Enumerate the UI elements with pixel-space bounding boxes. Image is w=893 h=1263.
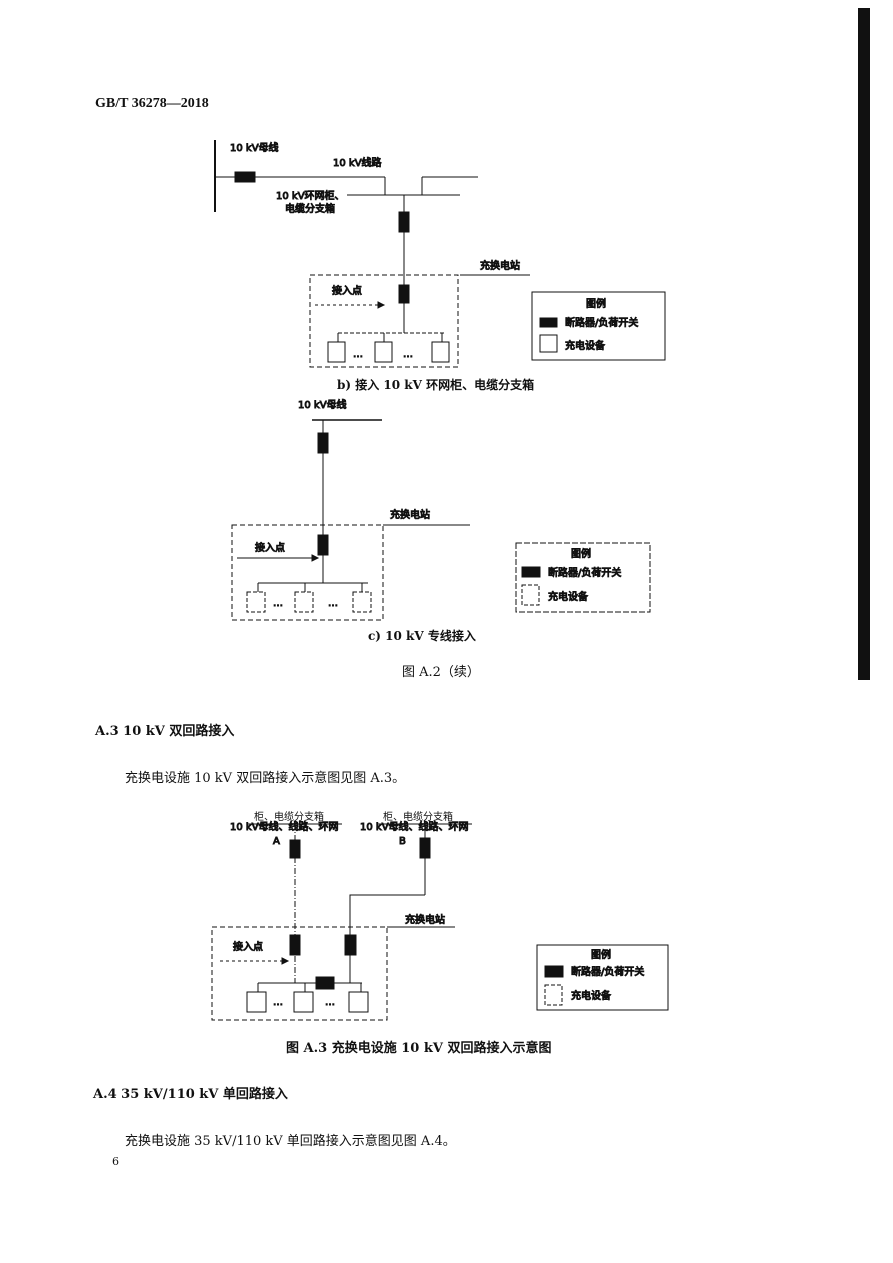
label-station: 充换电站 <box>405 913 445 926</box>
standard-number: GB/T 36278—2018 <box>95 96 209 111</box>
breaker-icon <box>317 432 329 454</box>
legend: 图例 断路器/负荷开关 充电设备 <box>515 542 651 613</box>
label-ring-unit: 10 kV环网柜、 <box>276 189 345 202</box>
legend-breaker: 断路器/负荷开关 <box>548 566 621 579</box>
scan-edge-bar <box>858 8 870 680</box>
ellipsis: … <box>273 598 283 609</box>
breaker-icon <box>317 534 329 556</box>
figure-b-caption: b) 接入 10 kV 环网柜、电缆分支箱 <box>337 378 535 392</box>
ellipsis: … <box>273 997 283 1008</box>
section-a3-text: 充换电设施 10 kV 双回路接入示意图见图 A.3。 <box>125 771 406 786</box>
breaker-icon <box>344 934 357 956</box>
legend-title: 图例 <box>571 547 591 560</box>
tie-breaker-icon <box>315 976 335 990</box>
legend-charger: 充电设备 <box>548 590 588 603</box>
label-cable-box: 电缆分支箱 <box>285 202 335 215</box>
label-station: 充换电站 <box>480 259 520 272</box>
breaker-icon <box>234 171 256 183</box>
breaker-icon <box>289 934 301 956</box>
legend-title: 图例 <box>591 948 611 961</box>
section-a4-text: 充换电设施 35 kV/110 kV 单回路接入示意图见图 A.4。 <box>125 1134 456 1149</box>
page-number: 6 <box>112 1155 119 1168</box>
label-access-point: 接入点 <box>255 541 285 554</box>
label-source-b-line2: 柜、电缆分支箱 <box>383 812 453 823</box>
label-access-point: 接入点 <box>233 940 263 953</box>
section-a4-heading: A.4 35 kV/110 kV 单回路接入 <box>93 1087 288 1102</box>
figure-b: 10 kV母线 10 kV线路 10 kV环网柜、 电缆分支箱 充换电站 接入点… <box>214 140 666 368</box>
label-bus: 10 kV母线 <box>298 398 347 411</box>
label-source-a: 10 kV母线、线路、环网 <box>230 820 339 833</box>
breaker-icon <box>539 317 558 328</box>
legend-title: 图例 <box>586 297 606 310</box>
label-a: A <box>273 836 280 847</box>
legend-breaker: 断路器/负荷开关 <box>565 316 638 329</box>
figure-a2-caption: 图 A.2（续） <box>402 665 480 680</box>
figure-a3: 10 kV母线、线路、环网 柜、电缆分支箱 10 kV母线、线路、环网 A B … <box>211 820 669 1021</box>
figure-c: 10 kV母线 充换电站 接入点 … … 图例 断路器/负荷开关 充电设备 <box>231 398 651 621</box>
section-a3-heading: A.3 10 kV 双回路接入 <box>95 724 235 739</box>
legend: 图例 断路器/负荷开关 充电设备 <box>531 291 666 361</box>
label-line: 10 kV线路 <box>333 156 382 169</box>
label-access-point: 接入点 <box>332 284 362 297</box>
label-source-b: 10 kV母线、线路、环网 <box>360 820 469 833</box>
figure-c-caption: c) 10 kV 专线接入 <box>368 629 476 643</box>
ellipsis: … <box>403 349 413 360</box>
breaker-icon <box>398 284 410 304</box>
breaker-icon <box>398 211 410 233</box>
legend-charger: 充电设备 <box>571 989 611 1002</box>
ellipsis: … <box>328 598 338 609</box>
legend: 图例 断路器/负荷开关 充电设备 <box>536 944 669 1011</box>
breaker-icon <box>419 837 431 859</box>
ellipsis: … <box>353 349 363 360</box>
breaker-icon <box>544 965 564 978</box>
breaker-icon <box>521 566 541 578</box>
label-bus: 10 kV母线 <box>230 141 279 154</box>
label-station: 充换电站 <box>390 508 430 521</box>
figure-a3-caption: 图 A.3 充换电设施 10 kV 双回路接入示意图 <box>286 1041 552 1056</box>
ellipsis: … <box>325 997 335 1008</box>
breaker-icon <box>289 839 301 859</box>
legend-breaker: 断路器/负荷开关 <box>571 965 644 978</box>
label-b: B <box>399 836 406 847</box>
legend-charger: 充电设备 <box>565 339 605 352</box>
label-source-a-line2: 柜、电缆分支箱 <box>254 812 324 823</box>
